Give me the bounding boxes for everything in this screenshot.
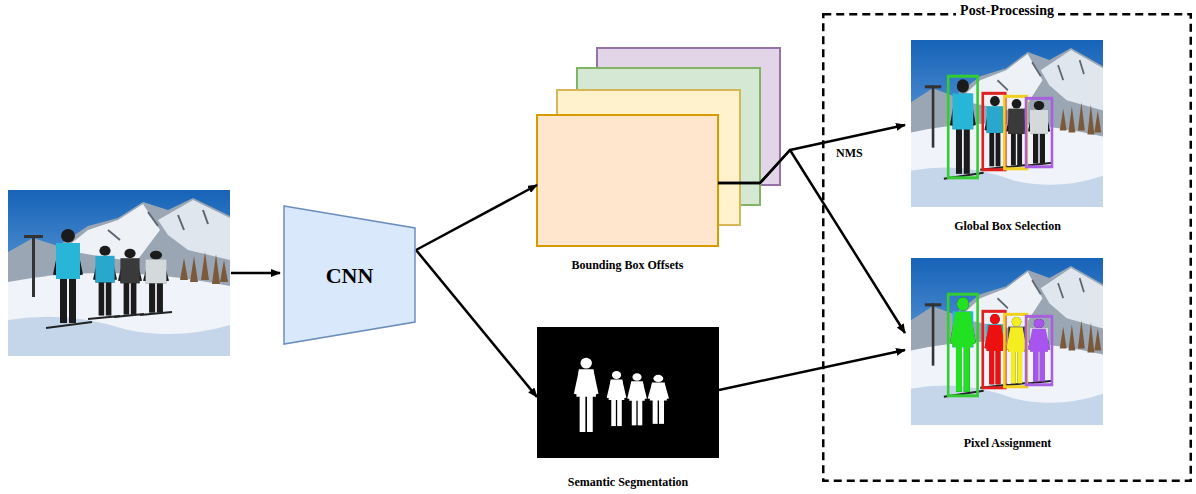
dashed-outline	[823, 14, 1191, 481]
group-heading: Post-Processing	[956, 2, 1058, 19]
post-processing-group: Post-ProcessingGlobal Box SelectionPixel…	[822, 13, 1192, 482]
caption-label: Global Box Selection	[954, 219, 1061, 234]
pixel-assignment-photo	[911, 258, 1103, 425]
box-selection-photo	[911, 40, 1103, 207]
input-arrow	[231, 272, 280, 275]
flow-arrow	[719, 350, 905, 390]
feature-maps: Bounding Box Offsets	[537, 48, 780, 274]
trapezoid-outline	[284, 206, 415, 344]
detection-box	[983, 311, 1005, 387]
flow-arrow	[416, 185, 537, 250]
detection-box	[983, 93, 1005, 169]
input-photo	[8, 190, 230, 356]
flow-arrow	[718, 150, 905, 333]
detection-box	[1004, 96, 1026, 168]
detection-box	[1004, 314, 1026, 386]
cnn-block: CNN	[283, 205, 416, 345]
caption-label: Pixel Assignment	[964, 436, 1052, 451]
feature-map-stack	[537, 48, 780, 246]
pixel-assignment-panel: Pixel Assignment	[905, 258, 1110, 452]
box-selection-panel: Global Box Selection	[905, 40, 1110, 235]
caption-label: Bounding Box Offsets	[571, 258, 683, 273]
segmentation-mask	[537, 327, 719, 458]
detection-box	[1026, 98, 1052, 166]
detection-box	[948, 294, 977, 396]
caption-label: Semantic Segmentation	[568, 475, 688, 490]
dashed-region	[822, 13, 1192, 482]
feature-map	[537, 115, 718, 246]
detection-box	[1026, 316, 1052, 384]
segmentation-output: Semantic Segmentation	[537, 327, 719, 491]
detection-box	[948, 76, 977, 178]
edge-label: NMS	[834, 146, 865, 161]
block-label: CNN	[326, 263, 374, 288]
flow-arrow	[718, 125, 905, 183]
flow-arrow	[416, 250, 537, 397]
